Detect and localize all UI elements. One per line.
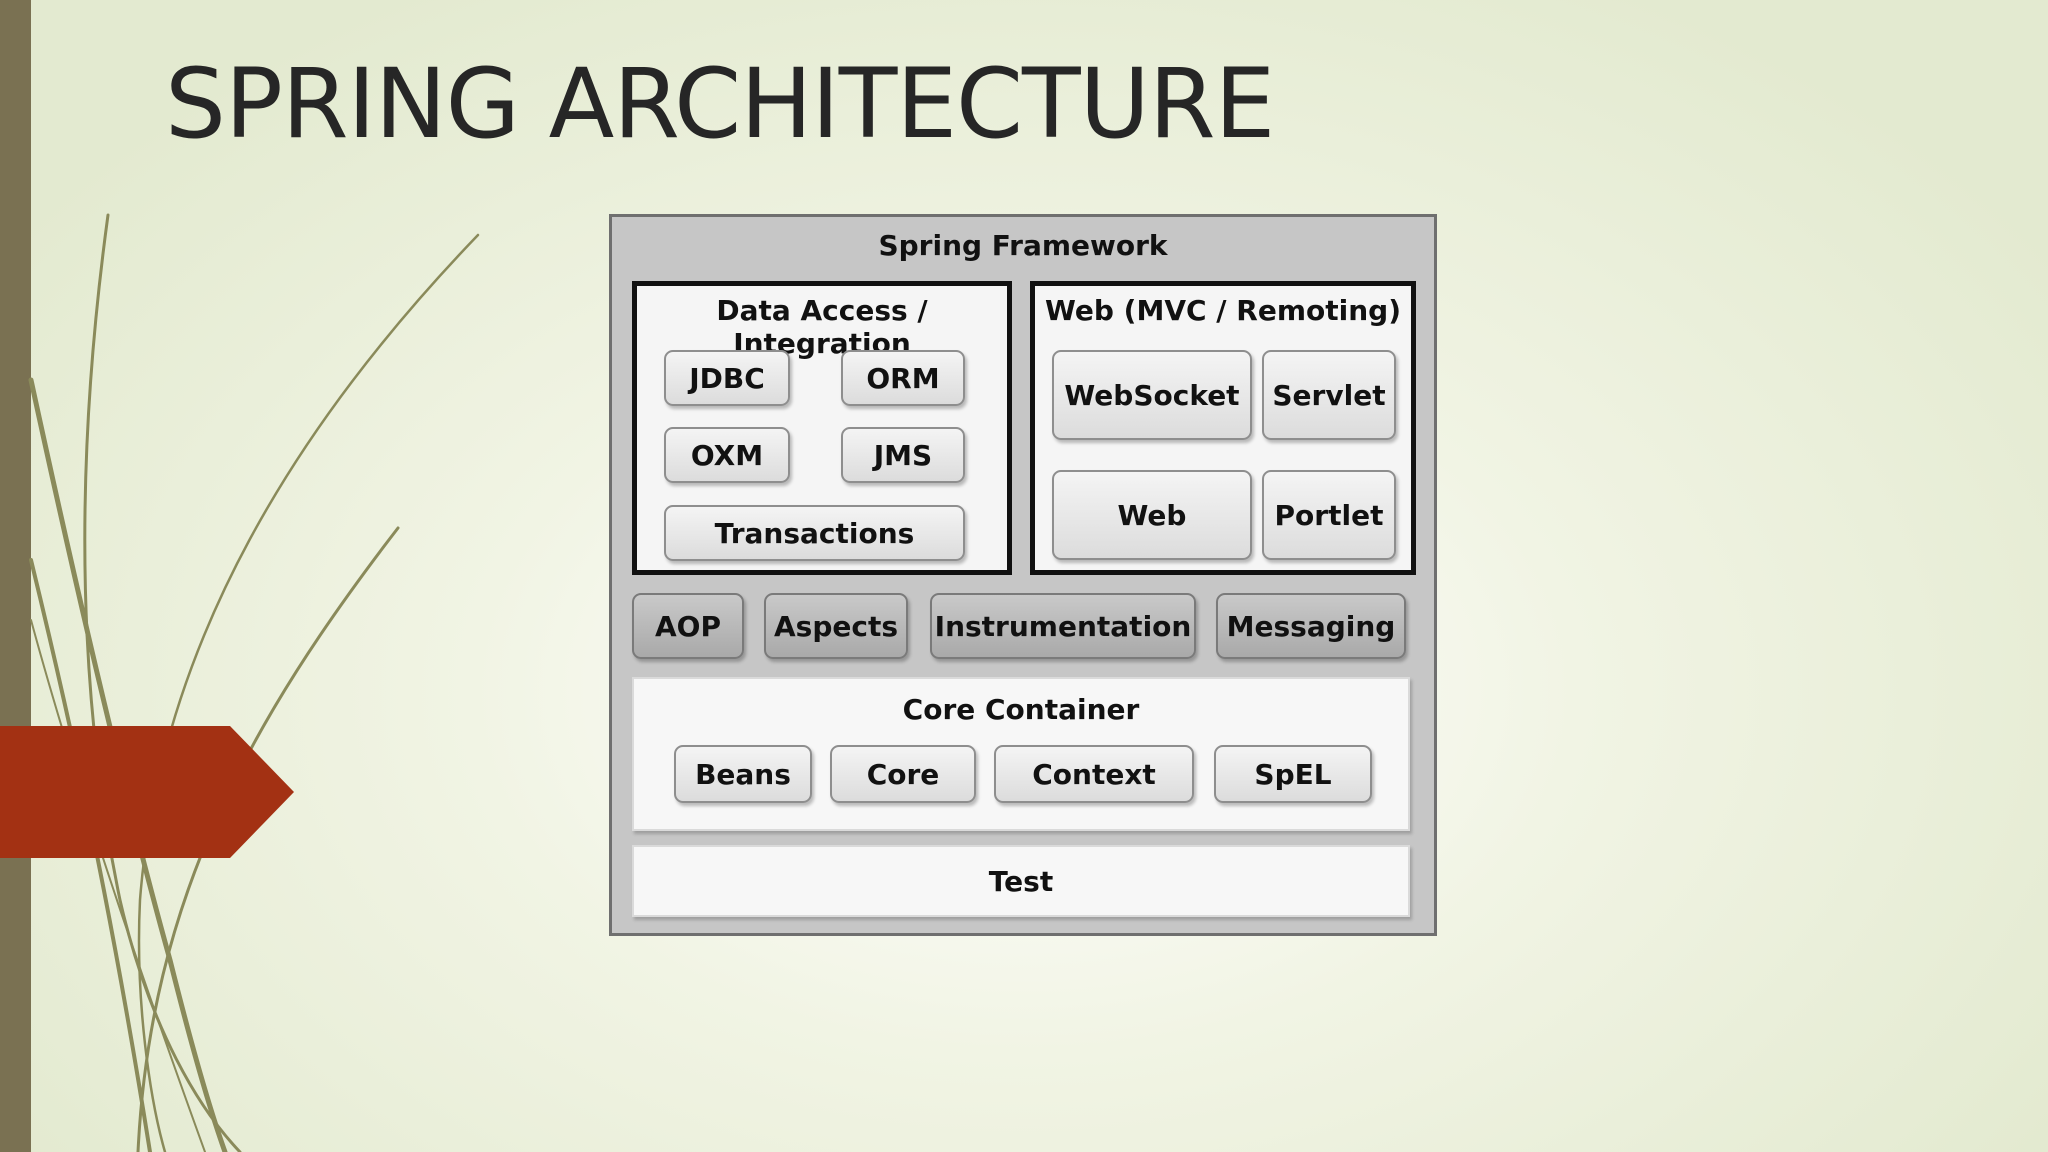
- module-portlet: Portlet: [1262, 470, 1396, 560]
- module-jdbc: JDBC: [664, 350, 790, 406]
- slide-title: SPRING ARCHITECTURE: [165, 48, 1275, 160]
- module-aspects: Aspects: [764, 593, 908, 659]
- module-spel: SpEL: [1214, 745, 1372, 803]
- data-access-group: Data Access / Integration JDBC ORM OXM J…: [632, 281, 1012, 575]
- module-transactions: Transactions: [664, 505, 965, 561]
- module-web: Web: [1052, 470, 1252, 560]
- test-panel: Test: [632, 845, 1410, 917]
- module-beans: Beans: [674, 745, 812, 803]
- decorative-curves: [28, 213, 480, 1152]
- module-jms: JMS: [841, 427, 965, 483]
- module-instrumentation: Instrumentation: [930, 593, 1196, 659]
- module-websocket: WebSocket: [1052, 350, 1252, 440]
- module-messaging: Messaging: [1216, 593, 1406, 659]
- framework-label: Spring Framework: [878, 229, 1168, 262]
- module-orm: ORM: [841, 350, 965, 406]
- module-core: Core: [830, 745, 976, 803]
- test-label: Test: [988, 864, 1054, 898]
- left-accent-bar: [0, 0, 31, 1152]
- module-aop: AOP: [632, 593, 744, 659]
- web-title: Web (MVC / Remoting): [1045, 294, 1401, 327]
- module-context: Context: [994, 745, 1194, 803]
- core-container-panel: Core Container Beans Core Context SpEL: [632, 677, 1410, 831]
- web-group: Web (MVC / Remoting) WebSocket Servlet W…: [1030, 281, 1416, 575]
- module-servlet: Servlet: [1262, 350, 1396, 440]
- module-oxm: OXM: [664, 427, 790, 483]
- red-arrow-shape: [0, 726, 294, 858]
- core-container-title: Core Container: [902, 693, 1140, 726]
- spring-framework-diagram: Spring Framework Data Access / Integrati…: [609, 214, 1437, 936]
